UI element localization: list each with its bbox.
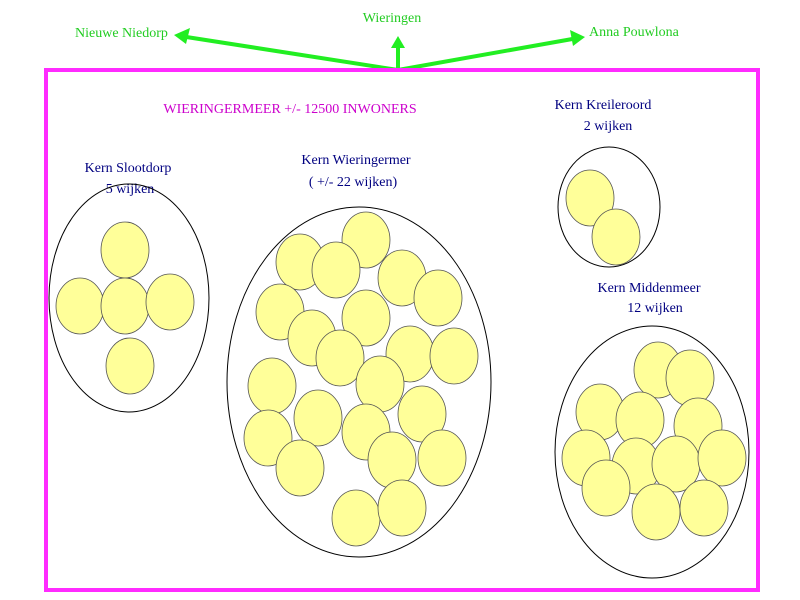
wijk-wieringermeer <box>315 329 365 387</box>
wijk-wieringermeer <box>413 269 463 327</box>
municipality-boundary <box>44 68 760 592</box>
wijk-middenmeer <box>581 459 631 517</box>
wijk-slootdorp <box>100 221 150 279</box>
wijk-wieringermeer <box>367 431 417 489</box>
kern-slootdorp-outline <box>48 183 210 413</box>
kern-wieringermeer-outline <box>226 206 492 558</box>
destination-left-label: Nieuwe Niedorp <box>75 26 168 41</box>
wijk-wieringermeer <box>429 327 479 385</box>
kern-name: Kern Middenmeer <box>597 281 700 296</box>
arrow-right-head <box>570 30 585 46</box>
wijk-wieringermeer <box>293 389 343 447</box>
wijk-wieringermeer <box>275 439 325 497</box>
destination-center-label: Wieringen <box>363 11 422 26</box>
kern-name: Kern Slootdorp <box>85 161 172 176</box>
wijk-wieringermeer <box>331 489 381 547</box>
kern-detail: 12 wijken <box>627 301 683 316</box>
page-title: WIERINGERMEER +/- 12500 INWONERS <box>163 102 416 117</box>
kern-detail: 2 wijken <box>584 119 633 134</box>
arrow-right-line <box>397 36 579 72</box>
wijk-kreileroord <box>591 208 641 266</box>
kern-middenmeer-outline <box>554 325 750 579</box>
wijk-wieringermeer <box>417 429 467 487</box>
arrow-left-line <box>179 34 399 72</box>
kern-name: Kern Wieringermer <box>301 153 411 168</box>
kern-detail: ( +/- 22 wijken) <box>309 175 398 190</box>
arrow-left-head <box>174 28 190 44</box>
wijk-wieringermeer <box>341 289 391 347</box>
kern-kreileroord-label: Kern Kreileroord 2 wijken <box>555 98 652 134</box>
kern-name: Kern Kreileroord <box>555 98 652 113</box>
wijk-middenmeer <box>665 349 715 407</box>
wijk-kreileroord <box>565 169 615 227</box>
destination-right-label: Anna Pouwlona <box>589 25 680 40</box>
wijk-middenmeer <box>697 429 747 487</box>
wijk-wieringermeer <box>355 355 405 413</box>
wijk-wieringermeer <box>247 357 297 415</box>
arrow-center-head <box>391 36 405 48</box>
wijk-slootdorp <box>105 337 155 395</box>
kern-kreileroord-outline <box>557 146 661 268</box>
destination-arrows <box>174 28 585 72</box>
kern-middenmeer-label: Kern Middenmeer 12 wijken <box>597 281 700 316</box>
wijk-wieringermeer <box>311 241 361 299</box>
wijk-slootdorp <box>55 277 105 335</box>
kern-outlines <box>48 146 750 579</box>
wijk-wieringermeer <box>377 479 427 537</box>
wijk-middenmeer <box>679 479 729 537</box>
kern-wieringermeer-label: Kern Wieringermer ( +/- 22 wijken) <box>301 153 411 190</box>
wijken <box>55 169 747 547</box>
wijk-slootdorp <box>100 277 150 335</box>
wijk-middenmeer <box>631 483 681 541</box>
wijk-slootdorp <box>145 273 195 331</box>
